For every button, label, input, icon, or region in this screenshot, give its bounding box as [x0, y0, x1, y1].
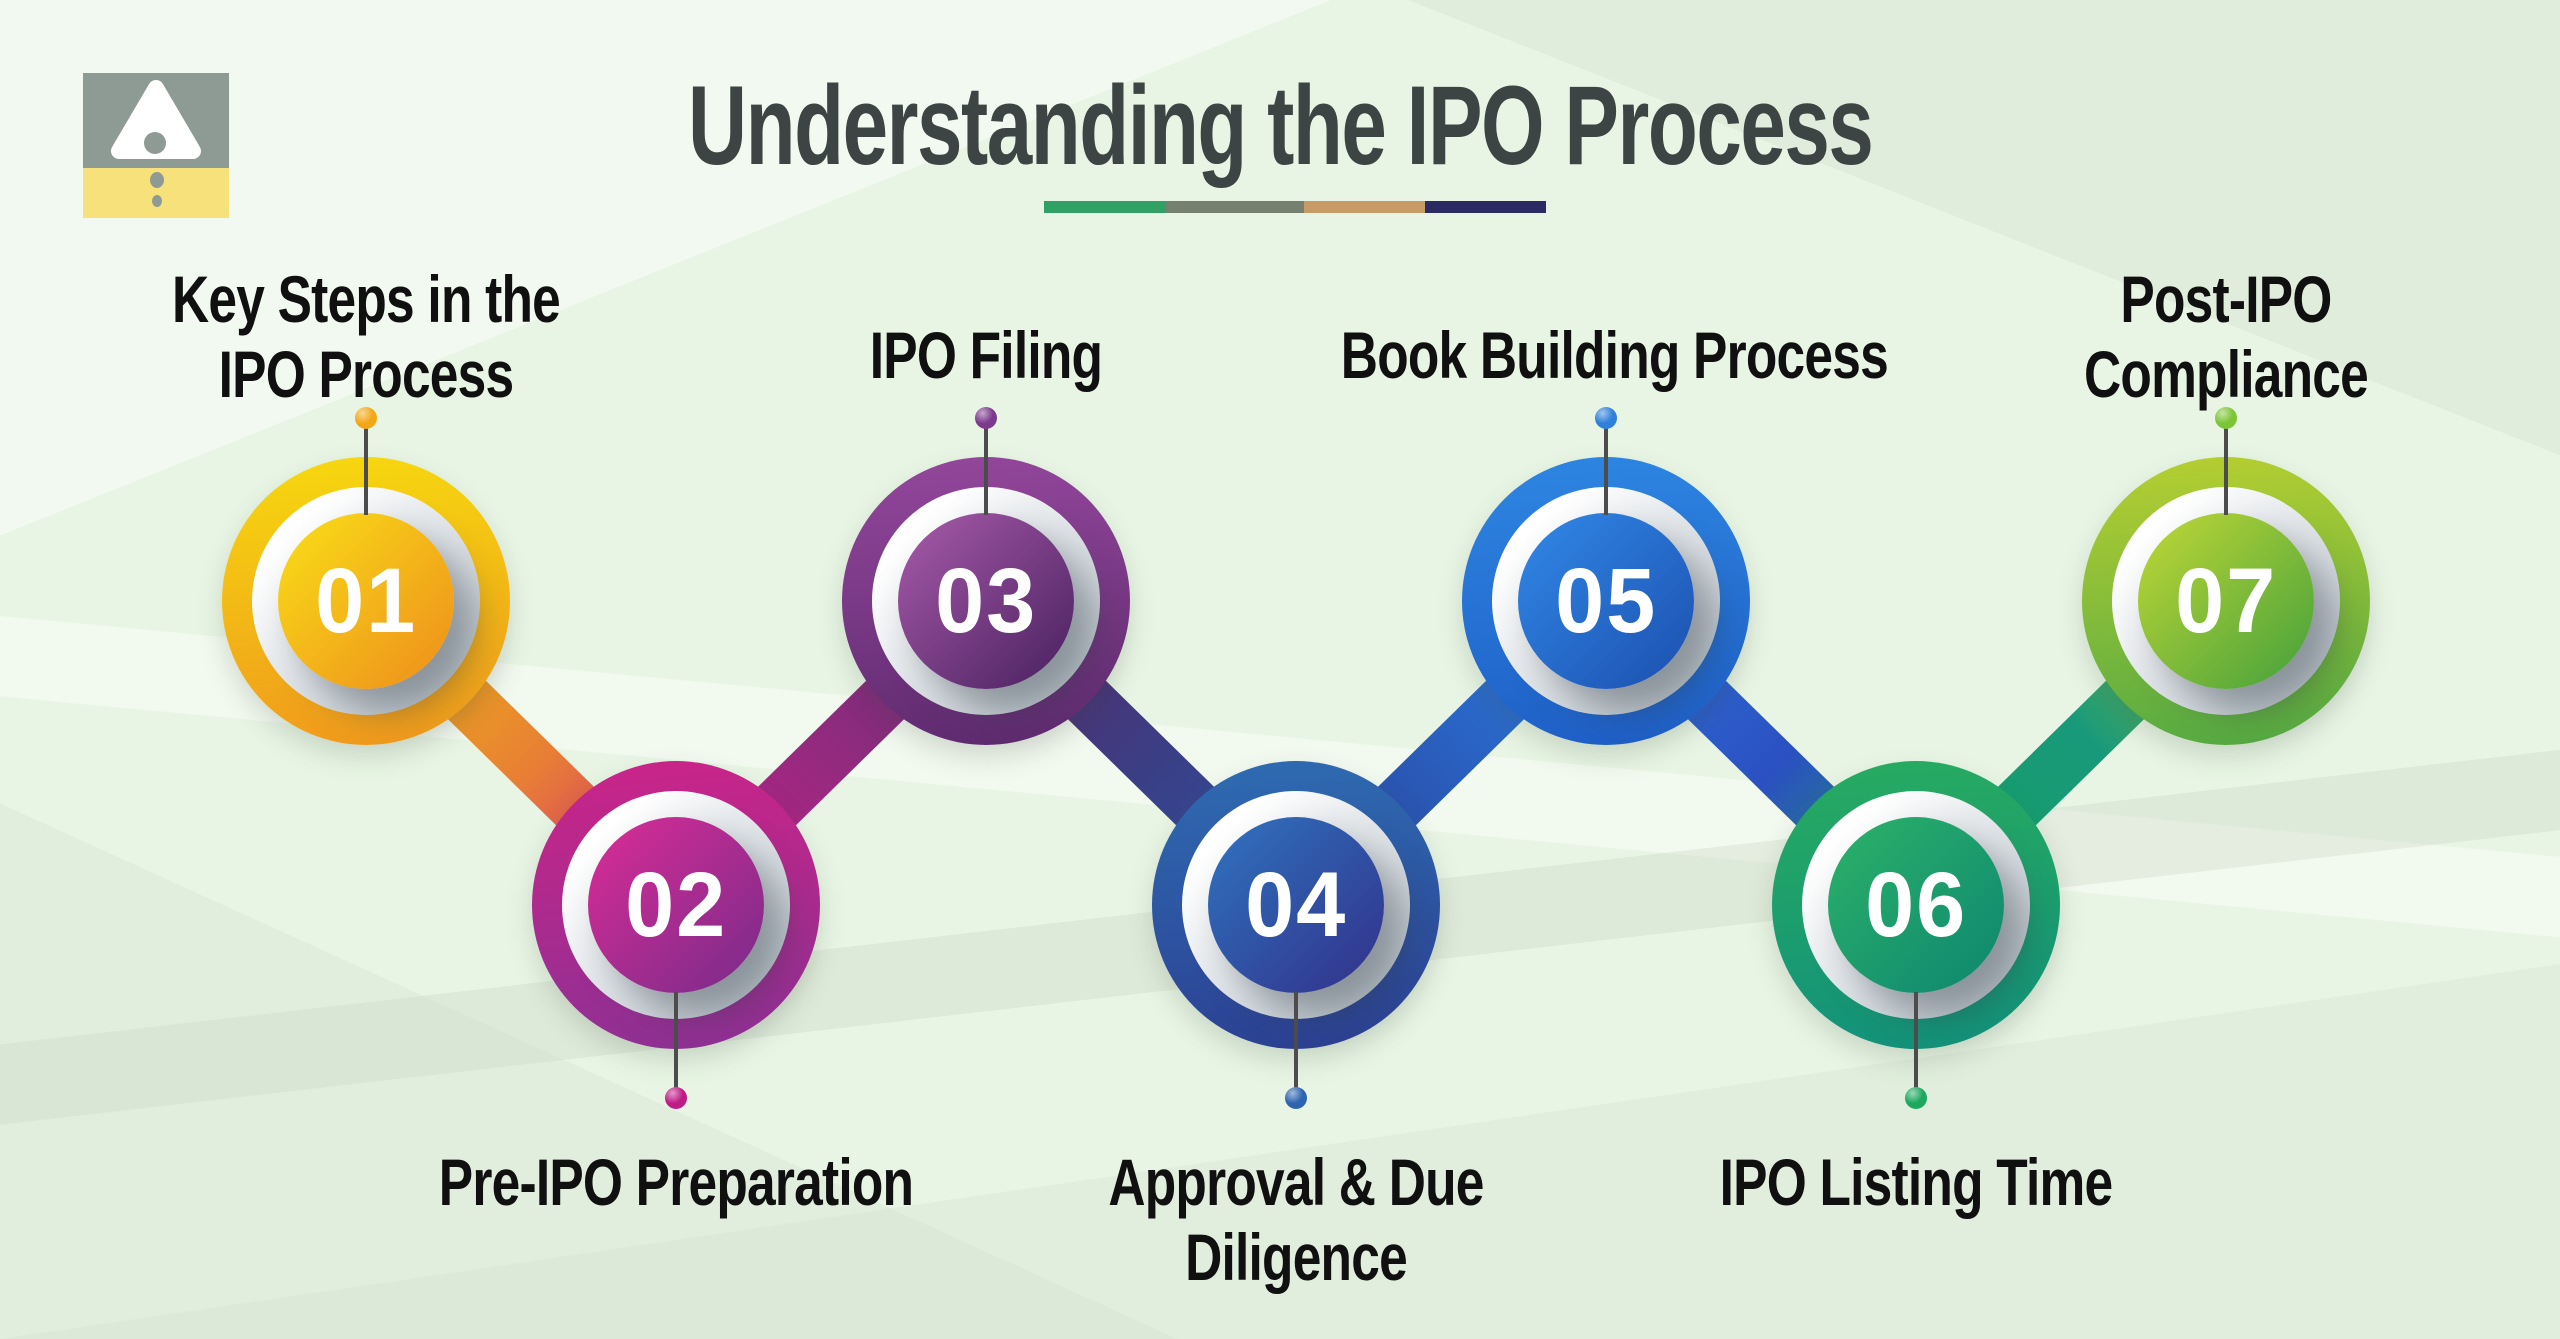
logo-dot: [152, 195, 162, 207]
page-title: Understanding the IPO Process: [0, 70, 2560, 182]
page-title-text: Understanding the IPO Process: [687, 63, 1874, 188]
pin-line-04: [1294, 992, 1298, 1092]
pin-dot-04: [1285, 1087, 1307, 1109]
step-circle-06: 06: [1772, 761, 2060, 1049]
step-number-01: 01: [314, 550, 418, 652]
step-number-06: 06: [1864, 854, 1968, 956]
step-ring-03: 03: [872, 487, 1100, 715]
logo-triangle-hole: [144, 132, 166, 154]
pin-dot-05: [1595, 407, 1617, 429]
step-label-03: IPO Filing: [869, 318, 1103, 392]
pin-line-03: [984, 420, 988, 515]
step-circle-05: 05: [1462, 457, 1750, 745]
pin-line-02: [674, 992, 678, 1092]
step-circle-03: 03: [842, 457, 1130, 745]
pin-dot-02: [665, 1087, 687, 1109]
pin-line-07: [2224, 420, 2228, 515]
underline-segment: [1425, 201, 1546, 213]
step-number-03: 03: [934, 550, 1038, 652]
step-ring-05: 05: [1492, 487, 1720, 715]
pin-line-01: [364, 420, 368, 515]
step-ring-07: 07: [2112, 487, 2340, 715]
step-circle-02: 02: [532, 761, 820, 1049]
step-inner-circle-06: 06: [1828, 817, 2004, 993]
pin-dot-06: [1905, 1087, 1927, 1109]
step-number-05: 05: [1554, 550, 1658, 652]
step-label-02: Pre-IPO Preparation: [438, 1145, 914, 1219]
step-inner-circle-03: 03: [898, 513, 1074, 689]
pin-line-05: [1604, 420, 1608, 515]
underline-segment: [1304, 201, 1425, 213]
step-inner-circle-07: 07: [2138, 513, 2314, 689]
step-ring-06: 06: [1802, 791, 2030, 1019]
step-label-05: Book Building Process: [1340, 318, 1889, 392]
step-ring-04: 04: [1182, 791, 1410, 1019]
step-ring-02: 02: [562, 791, 790, 1019]
step-inner-circle-05: 05: [1518, 513, 1694, 689]
step-number-07: 07: [2174, 550, 2278, 652]
step-circle-01: 01: [222, 457, 510, 745]
pin-line-06: [1914, 992, 1918, 1092]
pin-dot-07: [2215, 407, 2237, 429]
step-inner-circle-04: 04: [1208, 817, 1384, 993]
logo-dot: [150, 172, 164, 188]
title-underline: [1044, 201, 1546, 213]
step-ring-01: 01: [252, 487, 480, 715]
underline-segment: [1166, 201, 1304, 213]
step-number-04: 04: [1244, 854, 1348, 956]
pin-dot-01: [355, 407, 377, 429]
step-label-06: IPO Listing Time: [1719, 1145, 2114, 1219]
step-inner-circle-02: 02: [588, 817, 764, 993]
step-inner-circle-01: 01: [278, 513, 454, 689]
step-number-02: 02: [624, 854, 728, 956]
underline-segment: [1044, 201, 1166, 213]
brand-logo: [83, 73, 229, 218]
pin-dot-03: [975, 407, 997, 429]
